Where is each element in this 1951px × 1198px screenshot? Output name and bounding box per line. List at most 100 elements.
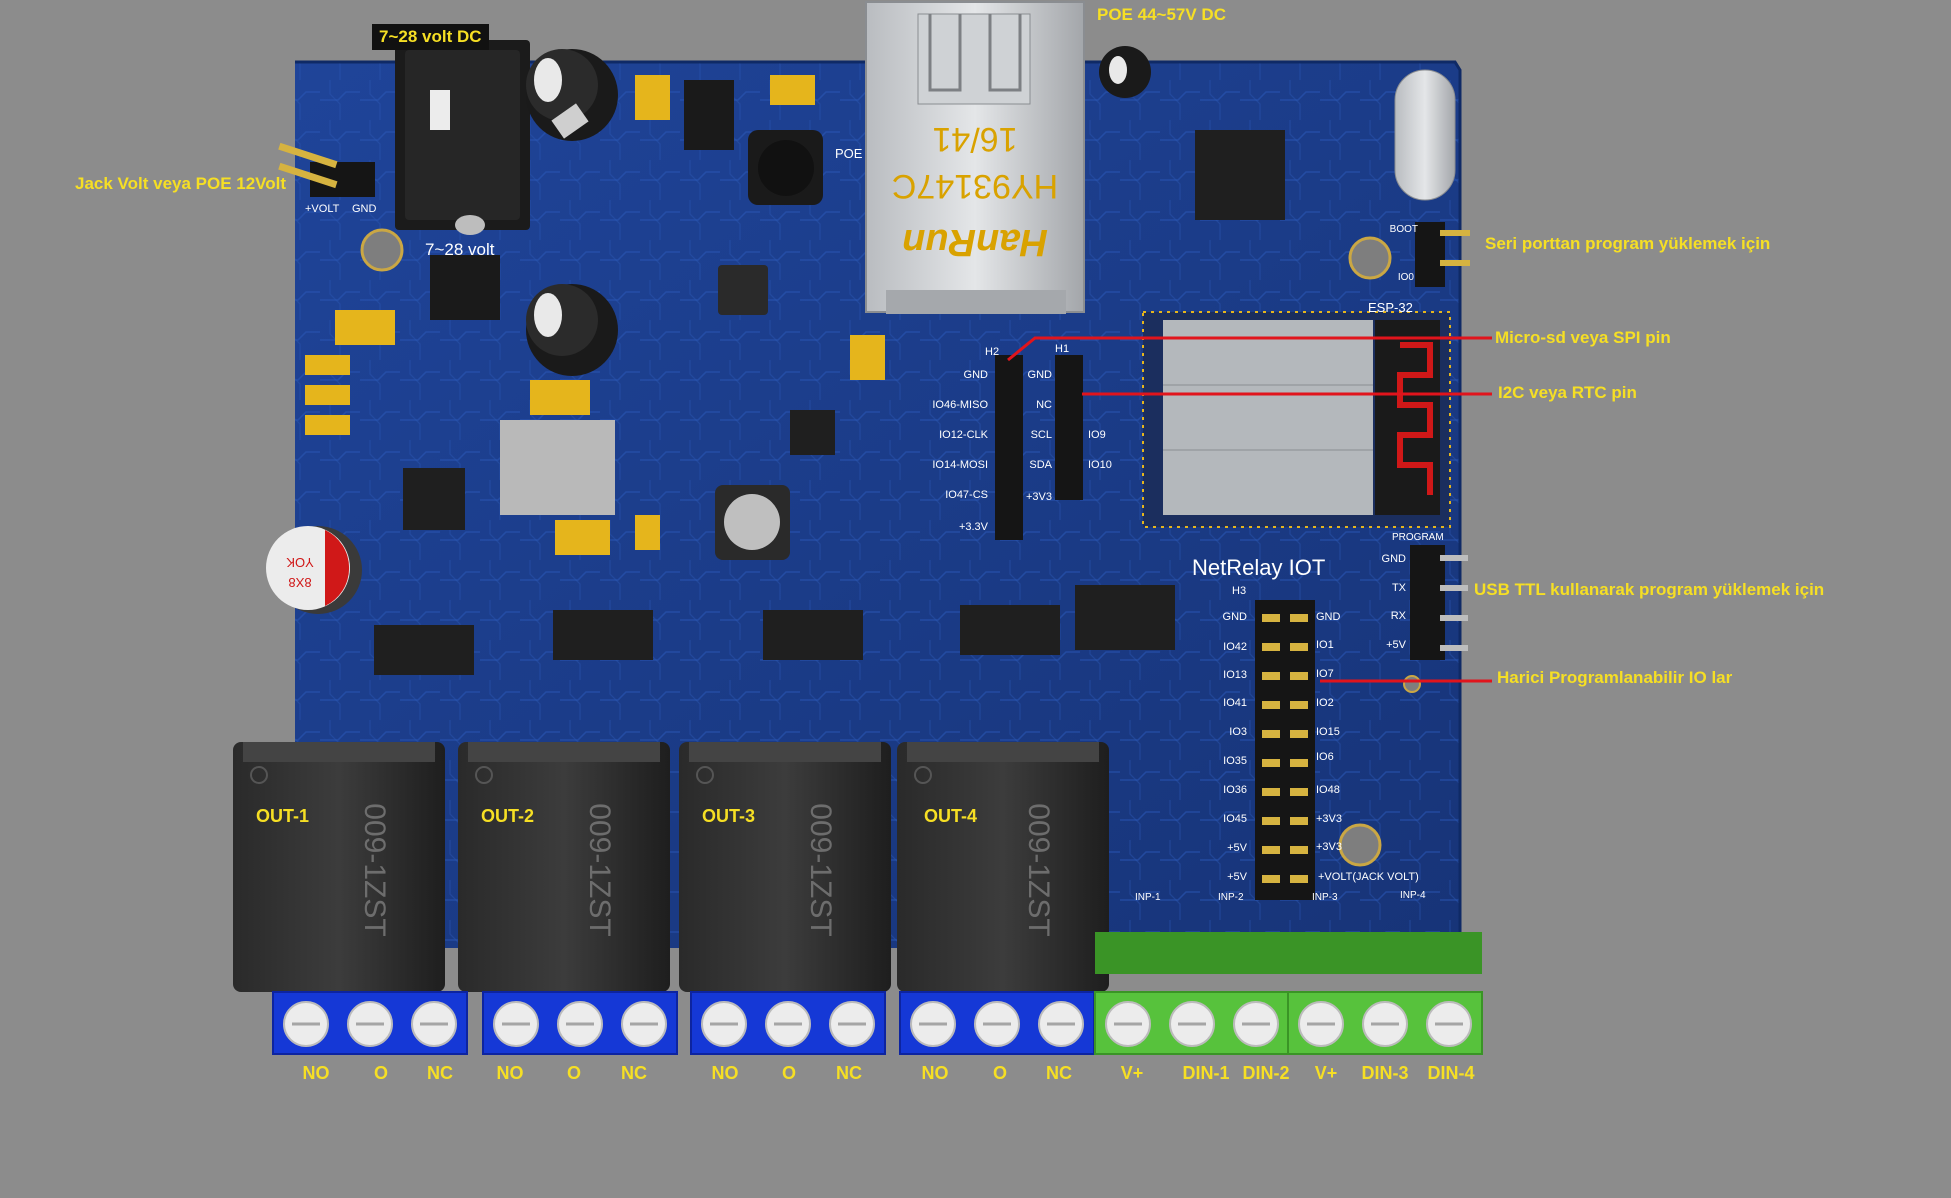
jv-plus-silk: +VOLT <box>305 203 340 215</box>
cap-red-text-1: YOK <box>286 555 314 570</box>
relay-body <box>897 742 1109 992</box>
microsd-spi-label: Micro-sd veya SPI pin <box>1495 328 1671 347</box>
h1-right-1: IO10 <box>1088 459 1112 471</box>
h1-pin-2: SCL <box>1031 429 1052 441</box>
h3-pin <box>1290 672 1308 680</box>
terminal-label-12: V+ <box>1120 1063 1144 1083</box>
capacitor-red: YOK 8X8 <box>266 526 362 614</box>
h2-pin-2: IO12-CLK <box>939 429 989 441</box>
relay-body <box>458 742 670 992</box>
terminal-label-14: DIN-2 <box>1242 1063 1290 1083</box>
relay-3: 009-1ZST <box>679 742 891 992</box>
inp-4: INP-4 <box>1400 890 1426 901</box>
h1-pin-1: NC <box>1036 399 1052 411</box>
pcb <box>295 60 1462 948</box>
boot-silk: BOOT <box>1390 224 1418 235</box>
esp32-module: ESP-32 NetRelay IOT <box>1142 300 1451 580</box>
terminal-label-3: NO <box>496 1063 524 1083</box>
terminal-label-7: O <box>781 1063 797 1083</box>
h3-left-4: IO3 <box>1229 726 1247 738</box>
h3-pin <box>1262 875 1280 883</box>
terminal-label-11: NC <box>1046 1063 1072 1083</box>
capacitor-poe <box>1099 46 1151 98</box>
boot-header: BOOT IO0 <box>1390 222 1470 287</box>
relay-pin1-mark <box>696 766 714 784</box>
terminal-label-5: NC <box>621 1063 647 1083</box>
jv-gnd-silk: GND <box>352 203 377 215</box>
program-silk: PROGRAM <box>1392 532 1444 543</box>
relay-top-edge <box>907 742 1099 762</box>
relay-2: 009-1ZST <box>458 742 670 992</box>
h3-left-7: IO45 <box>1223 813 1247 825</box>
terminal-block-3 <box>690 991 886 1055</box>
h3-pin <box>1290 614 1308 622</box>
h3-pin <box>1262 759 1280 767</box>
terminal-label-13: DIN-1 <box>1182 1063 1230 1083</box>
header-silk: H2 GND IO46-MISO IO12-CLK IO14-MOSI IO47… <box>932 343 1111 533</box>
h3-left-5: IO35 <box>1223 755 1247 767</box>
h2-pin-1: IO46-MISO <box>932 399 988 411</box>
relay-model-text: 009-1ZST <box>358 803 391 936</box>
relay-top-edge <box>689 742 881 762</box>
header-h2-h1 <box>995 355 1083 540</box>
h3-left-8: +5V <box>1227 842 1248 854</box>
relay-pin1-mark <box>250 766 268 784</box>
terminal-block-2 <box>482 991 678 1055</box>
relay-model-text: 009-1ZST <box>583 803 616 936</box>
h3-right-3: IO2 <box>1316 697 1334 709</box>
relay-top-edge <box>243 742 435 762</box>
ethernet-jack: HanRun HY93147C 16/41 <box>865 1 1085 314</box>
terminal-label-16: DIN-3 <box>1361 1063 1409 1083</box>
capacitor-mid <box>526 284 618 376</box>
h3-pin <box>1290 846 1308 854</box>
eth-model: HY93147C <box>892 167 1058 205</box>
terminal-block-5 <box>1094 932 1290 1055</box>
relay-model-text: 009-1ZST <box>804 803 837 936</box>
h2-pin-5: +3.3V <box>959 521 989 533</box>
h3-right-9: +VOLT(JACK VOLT) <box>1318 871 1419 883</box>
h3-pin <box>1290 875 1308 883</box>
h3-right-6: IO48 <box>1316 784 1340 796</box>
jack-volt-label: Jack Volt veya POE 12Volt <box>75 174 287 193</box>
i2c-rtc-label: I2C veya RTC pin <box>1498 383 1637 402</box>
prog-pin-0: GND <box>1382 553 1407 565</box>
terminal-label-6: NO <box>711 1063 739 1083</box>
callout-lines <box>1007 336 1492 683</box>
cap-red-text-2: 8X8 <box>288 575 311 590</box>
relay-body <box>233 742 445 992</box>
terminal-label-9: NO <box>921 1063 949 1083</box>
relay-label-out1: OUT-1 <box>256 806 310 826</box>
h1-right-0: IO9 <box>1088 429 1106 441</box>
h3-pin <box>1290 817 1308 825</box>
h2-label: H2 <box>985 346 999 358</box>
h3-right-1: IO1 <box>1316 639 1334 651</box>
terminal-label-0: NO <box>302 1063 330 1083</box>
inp-1: INP-1 <box>1135 892 1161 903</box>
inductors <box>430 130 823 560</box>
relay-pin1-mark <box>914 766 932 784</box>
eth-code: 16/41 <box>932 120 1017 158</box>
relay-1: 009-1ZST <box>233 742 445 992</box>
h3-right-2: IO7 <box>1316 668 1334 680</box>
terminal-block-top <box>1288 932 1482 974</box>
eth-brand: HanRun <box>902 221 1048 263</box>
h3-silk: H3 GND IO42 IO13 IO41 IO3 IO35 IO36 IO45… <box>1223 585 1419 883</box>
h3-left-9: +5V <box>1227 871 1248 883</box>
callout-line-microsd <box>1007 336 1492 362</box>
h3-pin <box>1290 788 1308 796</box>
h3-pin <box>1290 701 1308 709</box>
terminal-label-1: O <box>373 1063 389 1083</box>
terminal-label-15: V+ <box>1314 1063 1338 1083</box>
h3-pin <box>1290 730 1308 738</box>
h3-pin <box>1262 730 1280 738</box>
h3-pin <box>1262 817 1280 825</box>
terminal-blocks <box>272 932 1483 1055</box>
program-header: PROGRAM GND TX RX +5V <box>1382 532 1468 660</box>
h3-pin <box>1262 846 1280 854</box>
terminal-label-17: DIN-4 <box>1427 1063 1475 1083</box>
h3-pin <box>1290 759 1308 767</box>
capacitor-top <box>526 49 618 141</box>
h3-left-1: IO42 <box>1223 641 1247 653</box>
prog-pin-3: +5V <box>1386 639 1407 651</box>
